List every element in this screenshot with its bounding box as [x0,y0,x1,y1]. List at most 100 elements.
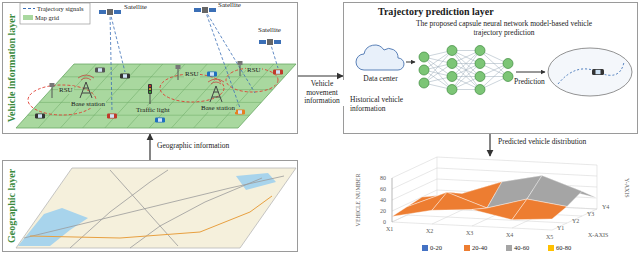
rsu-icon [176,65,181,69]
flow-arrow [406,62,415,63]
layer-title: Trajectory prediction layer [378,6,494,18]
legend-text: 0-20 [430,244,442,251]
flow-connector [298,75,343,76]
car-icon [95,68,105,73]
neural-network [503,72,513,82]
satellite-icon [99,9,121,15]
legend-swatch [548,245,554,251]
satellite-icon [202,7,208,13]
legend-swatch [506,245,512,251]
layer-description: The proposed capsule neural network mode… [406,20,602,37]
axis-title: Y-AXIS [623,178,630,198]
prediction-label: Prediction [514,78,545,87]
surface-chart [392,222,552,230]
satellite-icon [114,10,121,14]
y-category: Y4 [602,204,609,211]
surface-chart [392,157,597,230]
car-icon [155,118,165,123]
neural-network [452,51,480,90]
satellite-icon [99,10,106,14]
prediction-oval [596,70,601,74]
prediction-oval [592,69,604,75]
car-icon [35,114,45,119]
y-category: Y2 [572,218,579,225]
legend-entry: Map grid [23,14,59,21]
city-map [24,170,284,248]
axis-tick: 80 [375,175,386,182]
car-icon [123,74,127,78]
prediction-oval [548,48,632,96]
city-map [30,196,272,238]
edge-label: Geographic information [156,142,230,151]
neural-network [447,46,457,56]
base-station-icon [80,82,92,98]
axis-title: X-AXIS [588,232,608,239]
x-category: X5 [546,234,553,241]
car-icon [120,74,130,79]
layer-title: Vehicle information layer [6,14,18,123]
legend-line-sample [23,8,35,9]
rsu-label: RSU [246,66,262,74]
satellite-icon [107,9,113,15]
x-category: X1 [386,226,393,233]
satellite-label: Satellite [218,1,241,9]
surface-chart [512,199,567,220]
surface-chart [392,157,597,178]
car-icon [207,72,217,77]
satellite-label: Satellite [258,26,281,34]
prediction-oval [592,69,604,75]
grid-line [105,64,163,128]
car-icon [207,72,217,77]
legend-entry: 20-40 [464,244,487,251]
flow-arrow [406,62,545,72]
car-icon [38,114,42,118]
car-icon [273,70,283,75]
car-icon [210,72,214,76]
cloud-icon [356,45,404,70]
rsu-icon [176,65,181,80]
grid-line [149,64,207,128]
rsu-icon [240,64,241,76]
trajectory-signal [110,12,112,112]
car-icon [235,110,245,115]
car-icon [273,70,283,75]
neural-network [503,59,513,69]
satellite-icon [259,39,281,45]
legend-text: Map grid [35,14,59,21]
satellite-icon [259,40,266,44]
rsu-icon [50,83,55,98]
surface-chart [432,192,487,210]
neural-network [475,72,485,82]
legend-line-sample [23,6,35,11]
rsu-icon [50,83,55,87]
base-station-label: Base station [70,100,106,108]
axis-tick: 0 [375,219,386,226]
edge-label: Vehicle movement information [299,80,345,106]
grid-line [127,64,185,128]
legend-text: 20-40 [472,244,487,251]
car-icon [110,114,114,118]
grid-line [38,64,96,128]
coverage-circle [160,74,224,102]
grid-line [62,76,284,77]
axis-tick: 60 [375,186,386,193]
base-station-label: Base station [200,104,236,112]
neural-network [475,59,485,69]
traffic-light-icon [148,84,152,104]
flow-arrow [516,72,545,73]
axis-tick: 20 [375,208,386,215]
base-station-icon [78,75,94,98]
grid-line [60,64,118,128]
legend-entry: 40-60 [506,244,529,251]
prediction-oval [558,62,624,84]
city-map [16,168,296,248]
city-map [130,178,262,248]
rsu-label: RSU [184,70,200,78]
neural-network [447,59,457,69]
trajectory-signal [110,12,125,72]
satellite-icon [194,8,201,12]
x-category: X2 [426,228,433,235]
